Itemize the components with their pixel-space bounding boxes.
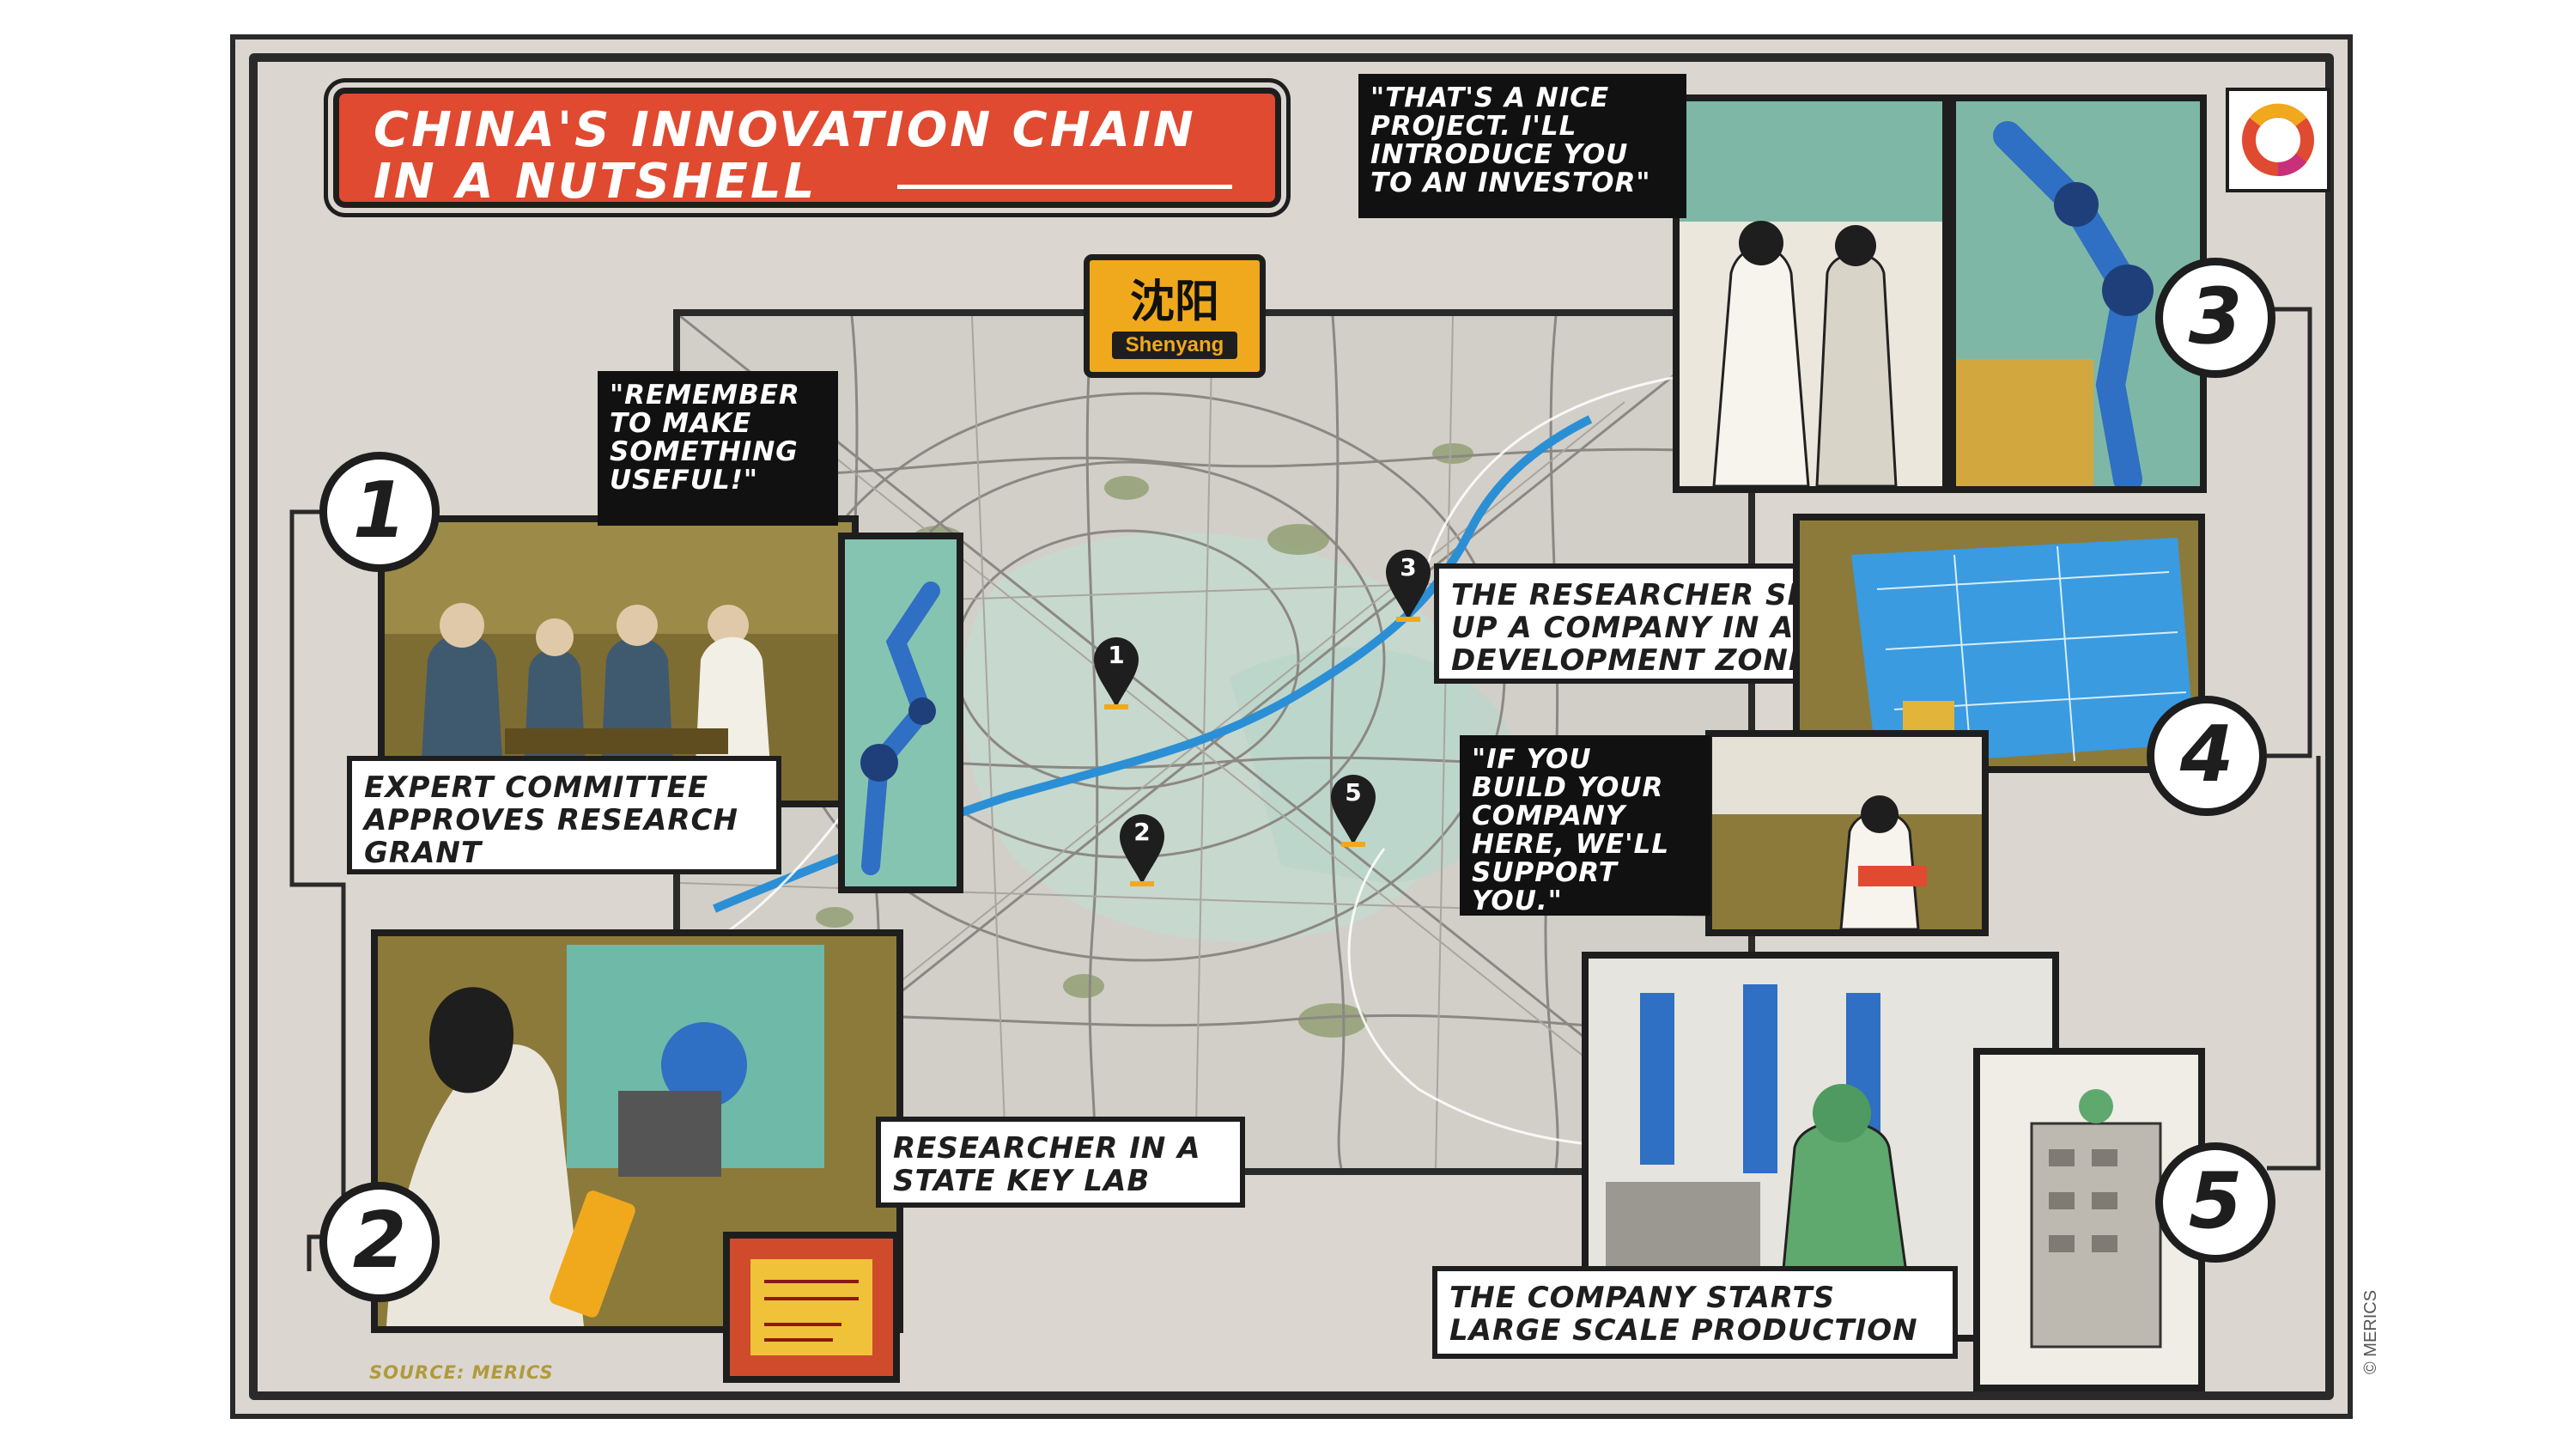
title-underline (897, 185, 1232, 189)
step-3-number: 3 (2155, 258, 2275, 378)
panel-1-robot-arm (838, 533, 963, 893)
city-sign: 沈阳 Shenyang (1084, 254, 1266, 378)
merics-logo (2226, 88, 2330, 192)
panel-3-illustration (1673, 94, 1949, 493)
title-line-2: IN A NUTSHELL (374, 154, 817, 210)
step-1-number: 1 (319, 452, 440, 572)
map-pin-3[interactable]: 3 (1382, 545, 1434, 624)
map-pin-1-label: 1 (1108, 641, 1125, 669)
step-1-caption: EXPERT COMMITTEE APPROVES RESEARCH GRANT (347, 756, 781, 874)
panel-2-plaque (723, 1232, 900, 1383)
city-name-chinese: 沈阳 (1129, 277, 1219, 328)
panel-5-building (1973, 1048, 2205, 1391)
map-pin-3-label: 3 (1400, 553, 1417, 581)
title-box: CHINA'S INNOVATION CHAIN IN A NUTSHELL (333, 88, 1281, 210)
title-line-1: CHINA'S INNOVATION CHAIN (374, 102, 1196, 158)
step-4-quote: "IF YOU BUILD YOUR COMPANY HERE, WE'LL S… (1460, 735, 1710, 916)
map-pin-2[interactable]: 2 (1116, 809, 1168, 888)
panel-4-office (1705, 730, 1989, 936)
map-pin-5-label: 5 (1345, 778, 1362, 807)
panel-1-illustration (378, 515, 859, 807)
step-3-quote: "THAT'S A NICE PROJECT. I'LL INTRODUCE Y… (1358, 74, 1686, 218)
step-1-quote: "REMEMBER TO MAKE SOMETHING USEFUL!" (598, 371, 838, 526)
panel-4-illustration (1793, 514, 2205, 773)
step-2-caption: RESEARCHER IN A STATE KEY LAB (876, 1117, 1245, 1208)
step-2-number: 2 (319, 1182, 440, 1302)
map-pin-2-label: 2 (1133, 818, 1151, 846)
inner-frame (249, 53, 2334, 1400)
source-note: SOURCE: MERICS (369, 1362, 554, 1383)
map-pin-5[interactable]: 5 (1327, 770, 1379, 849)
map-pin-1[interactable]: 1 (1091, 632, 1142, 711)
step-4-number: 4 (2147, 696, 2267, 816)
city-name-english: Shenyang (1111, 332, 1238, 359)
step-5-caption: THE COMPANY STARTS LARGE SCALE PRODUCTIO… (1432, 1266, 1958, 1359)
copyright-note: © MERICS (2361, 1289, 2380, 1374)
step-5-number: 5 (2155, 1142, 2275, 1263)
